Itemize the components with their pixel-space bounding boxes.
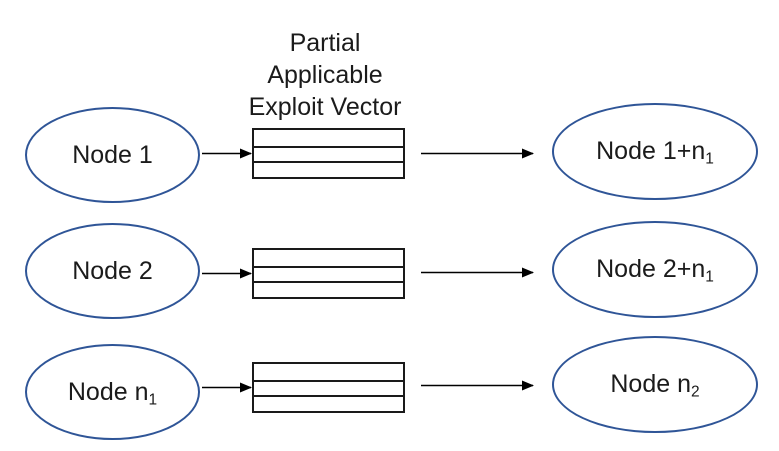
source-node-ellipse-2: Node 2: [25, 223, 200, 319]
target-node-ellipse-2: Node 2+n1: [552, 221, 758, 318]
vector-slot: [254, 364, 403, 380]
exploit-vector-block-2: [252, 248, 405, 299]
vector-slot: [254, 379, 403, 396]
exploit-vector-block-1: [252, 128, 405, 179]
vector-slot: [254, 161, 403, 177]
node-label: Node n2: [610, 370, 700, 401]
vector-slot: [254, 250, 403, 266]
source-node-ellipse-3: Node n1: [25, 344, 200, 440]
vector-slot: [254, 145, 403, 162]
title-line-3: Exploit Vector: [248, 93, 402, 121]
target-node-ellipse-1: Node 1+n1: [552, 103, 758, 200]
node-label: Node 2+n1: [596, 255, 714, 286]
vector-slot: [254, 265, 403, 282]
node-label: Node 2: [72, 256, 153, 285]
title-line-1: Partial: [289, 29, 361, 57]
vector-column-title: Partial Applicable Exploit Vector: [215, 27, 435, 123]
vector-slot: [254, 395, 403, 411]
vector-slot: [254, 130, 403, 146]
vector-slot: [254, 281, 403, 297]
source-node-ellipse-1: Node 1: [25, 107, 200, 203]
title-line-2: Applicable: [267, 61, 383, 89]
exploit-vector-block-3: [252, 362, 405, 413]
node-label: Node n1: [67, 377, 158, 408]
node-label: Node 1+n1: [596, 137, 714, 168]
node-label: Node 1: [72, 140, 153, 169]
target-node-ellipse-3: Node n2: [552, 336, 758, 433]
